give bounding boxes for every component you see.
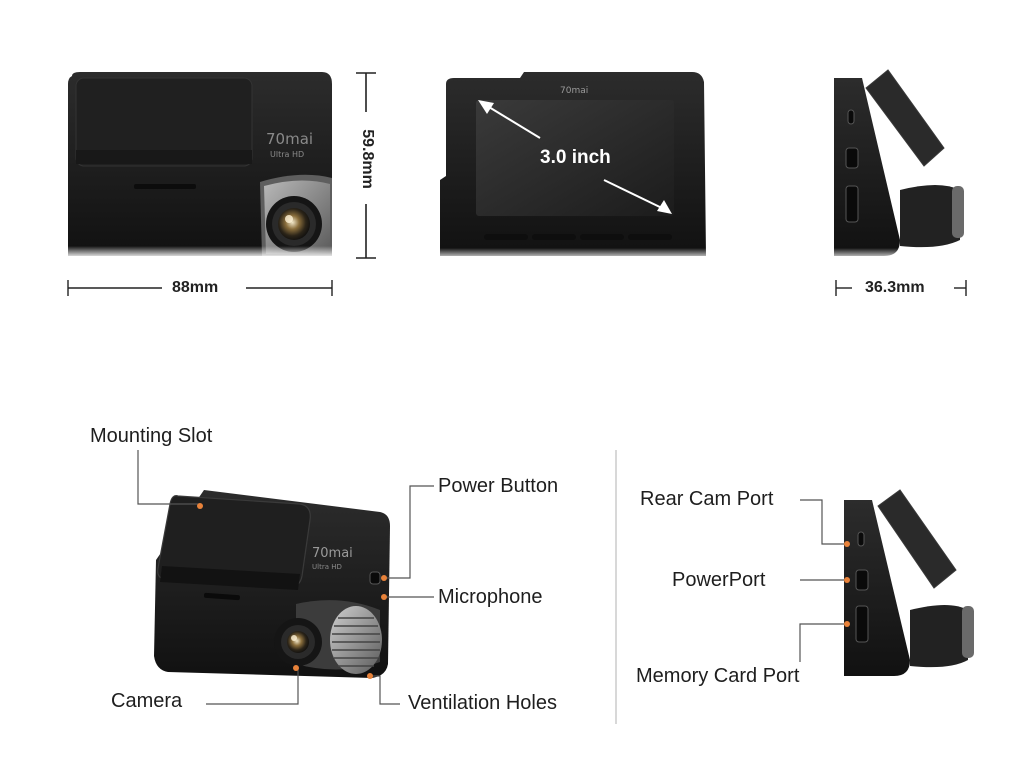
side-port-3	[845, 185, 859, 223]
brand-sub-perspective: Ultra HD	[312, 563, 342, 571]
callout-dots-left	[197, 503, 387, 679]
side-port-2	[845, 147, 859, 169]
depth-dimension-line	[835, 280, 967, 296]
width-dimension-line	[67, 280, 333, 296]
microphone-label: Microphone	[438, 586, 543, 608]
power-port-label: PowerPort	[672, 569, 766, 591]
brand-sub-front: Ultra HD	[270, 150, 305, 159]
power-button-shape	[369, 571, 381, 585]
power-button-label: Power Button	[438, 475, 559, 497]
height-label: 59.8mm	[359, 129, 376, 189]
width-label: 88mm	[172, 279, 219, 296]
memory-card-port-label: Memory Card Port	[636, 665, 800, 687]
front-view	[68, 72, 332, 258]
camera-label: Camera	[111, 690, 183, 712]
side-view-ports	[844, 489, 974, 676]
callout-leaders-left	[137, 450, 434, 705]
brand-logo-perspective: 70mai	[312, 546, 353, 561]
ventilation-holes-label: Ventilation Holes	[408, 692, 557, 714]
callout-dots-right	[844, 541, 850, 627]
screen-diagonal-arrow	[478, 100, 672, 214]
rear-cam-port-label: Rear Cam Port	[640, 488, 774, 510]
brand-logo-front: 70mai	[266, 130, 314, 148]
side-view	[834, 69, 964, 260]
perspective-view	[154, 490, 390, 678]
ventilation-grille	[330, 606, 382, 674]
side-port-1	[847, 109, 855, 125]
mounting-slot-label: Mounting Slot	[90, 425, 213, 447]
callout-leaders-right	[799, 499, 846, 662]
brand-logo-back: 70mai	[560, 86, 589, 96]
depth-label: 36.3mm	[865, 279, 925, 296]
screen-size-label: 3.0 inch	[540, 147, 611, 168]
